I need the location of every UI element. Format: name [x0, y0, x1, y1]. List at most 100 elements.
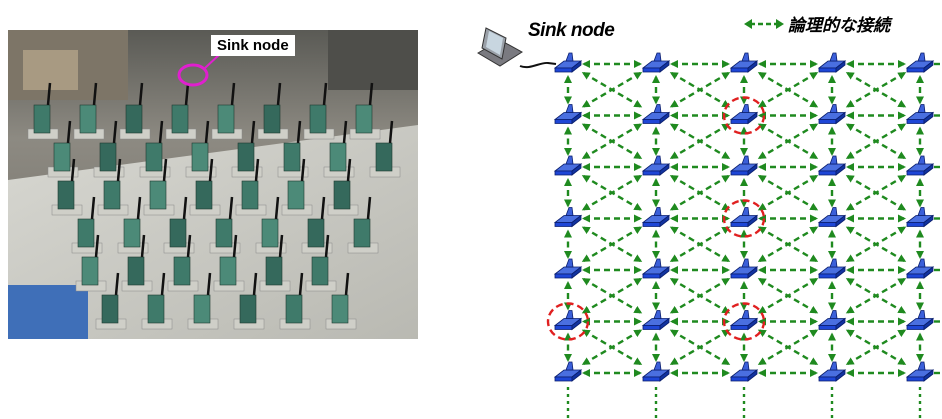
node-front: [818, 67, 837, 73]
board: [215, 218, 233, 248]
board-antenna: [368, 82, 374, 106]
diagonal-link: [845, 278, 907, 314]
node-side: [571, 111, 582, 125]
node-antenna: [653, 155, 662, 165]
board-antenna: [254, 158, 260, 182]
diagonal-link: [669, 72, 731, 108]
diagonal-link: [669, 123, 731, 159]
node-side: [571, 214, 582, 228]
board-antenna: [366, 196, 372, 220]
node-side: [835, 214, 846, 228]
node-side: [747, 111, 758, 125]
board-antenna: [274, 196, 280, 220]
node-antenna: [565, 258, 574, 268]
highlighted-nodes: [546, 96, 766, 341]
board-antenna: [160, 272, 166, 296]
board-antenna: [342, 120, 348, 144]
diagonal-link: [757, 72, 819, 108]
board-antenna: [158, 120, 164, 144]
sink-node-marker: [177, 63, 209, 87]
diagonal-link: [581, 72, 643, 108]
sensor-node-icon: [553, 207, 583, 228]
node-front: [642, 67, 661, 73]
node-side: [835, 266, 846, 279]
board-antenna: [296, 120, 302, 144]
node-antenna: [917, 207, 926, 216]
board: [127, 256, 145, 286]
node-front: [906, 376, 925, 382]
diagonal-link: [581, 226, 643, 262]
board: [355, 104, 373, 134]
sensor-node-icon: [817, 361, 847, 382]
node-side: [923, 60, 934, 73]
node-antenna: [741, 155, 750, 165]
node-side: [747, 317, 758, 331]
diagonal-link: [581, 175, 643, 211]
sensor-node-icon: [553, 155, 583, 176]
node-side: [835, 369, 846, 382]
node-front: [730, 273, 749, 279]
diagonal-link: [757, 226, 819, 262]
sensor-node-icon: [729, 104, 759, 125]
node-front: [642, 376, 661, 382]
legend-arrow-icon: [744, 18, 784, 29]
board-antenna: [136, 196, 142, 220]
board: [147, 294, 165, 324]
sensor-node-icon: [553, 104, 583, 125]
sensor-node-icon: [729, 310, 759, 331]
sensor-node-icon: [817, 52, 847, 73]
node-front: [818, 119, 837, 124]
board-antenna: [278, 234, 284, 258]
node-side: [659, 317, 670, 331]
board: [77, 218, 95, 248]
board: [375, 142, 393, 172]
node-antenna: [741, 52, 750, 62]
diagonal-link: [669, 226, 731, 262]
sensor-node-icon: [905, 207, 935, 228]
diagonal-link: [581, 278, 643, 314]
board: [173, 256, 191, 286]
diagonal-link: [845, 72, 907, 108]
board-antenna: [182, 196, 188, 220]
sensor-node-icon: [641, 104, 671, 125]
testbed-photo-drawing: [8, 30, 418, 339]
sensor-node-icon: [553, 258, 583, 279]
board-antenna: [208, 158, 214, 182]
highlight-circle: [546, 302, 590, 341]
node-antenna: [565, 52, 574, 62]
sensor-node-icon: [641, 361, 671, 382]
node-front: [554, 273, 573, 279]
board: [283, 142, 301, 172]
node-front: [642, 273, 661, 279]
sensor-node-icon: [729, 155, 759, 176]
board-antenna: [184, 82, 190, 106]
node-side: [923, 369, 934, 382]
node-front: [906, 170, 925, 176]
sensor-node-icon: [553, 310, 583, 331]
node-side: [571, 60, 582, 73]
node-side: [571, 163, 582, 176]
board: [239, 294, 257, 324]
board-antenna: [232, 234, 238, 258]
sensor-node-icon: [817, 155, 847, 176]
continuation-stubs: [566, 387, 922, 419]
node-front: [554, 222, 573, 227]
highlight-circle: [722, 302, 766, 341]
node-antenna: [917, 155, 926, 165]
board-antenna: [322, 82, 328, 106]
node-side: [747, 163, 758, 176]
node-antenna: [565, 104, 574, 113]
node-antenna: [653, 52, 662, 62]
node-antenna: [829, 310, 838, 319]
node-side: [747, 214, 758, 228]
board-antenna: [186, 234, 192, 258]
board-antenna: [204, 120, 210, 144]
board: [191, 142, 209, 172]
diagonal-link: [845, 175, 907, 211]
sensor-node-icon: [641, 258, 671, 279]
sensor-node-icon: [729, 258, 759, 279]
board: [149, 180, 167, 210]
board-antenna: [114, 272, 120, 296]
node-side: [659, 60, 670, 73]
board-antenna: [252, 272, 258, 296]
